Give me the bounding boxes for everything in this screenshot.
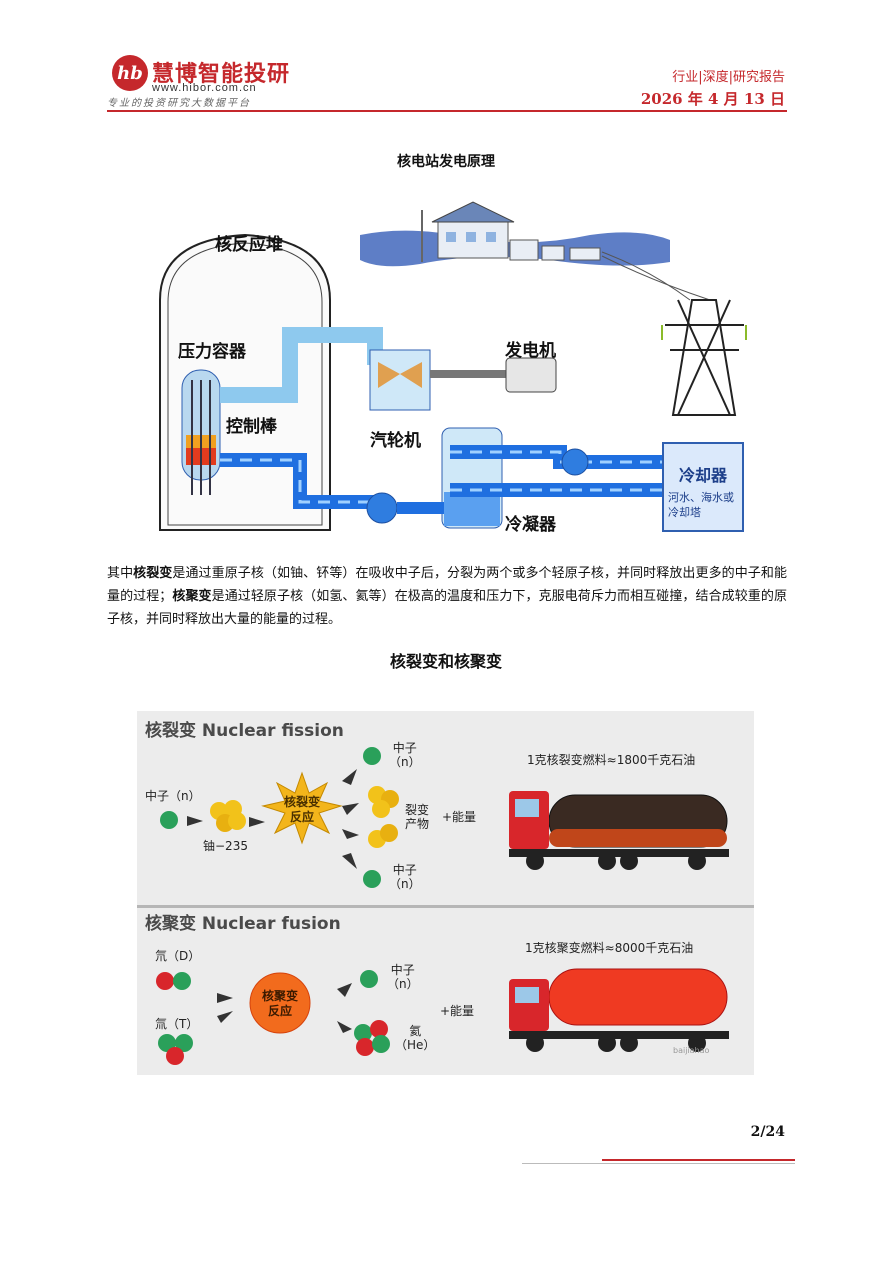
fission-neutron-out-1: 中子 （n） (389, 741, 421, 769)
figure1-title: 核电站发电原理 (397, 154, 495, 170)
deuterium-icon (173, 972, 191, 990)
label-generator: 发电机 (505, 341, 556, 361)
para-text-3: 是通过轻原子核（如氢、氦等）在极高的温度和压力下，克服电荷斥力而相互碰撞，结合成… (107, 589, 787, 627)
brand-logo-icon: hb (112, 55, 148, 91)
label-turbine: 汽轮机 (370, 431, 421, 451)
label-pressure-vessel: 压力容器 (178, 342, 246, 362)
pump-icon (366, 492, 398, 524)
fusion-reaction-label: 核聚变 反应 (261, 989, 298, 1018)
fusion-energy: +能量 (440, 1004, 475, 1018)
turbine-icon (369, 349, 508, 411)
house-icon (431, 201, 601, 261)
fission-products-icon (368, 786, 399, 848)
fission-title: 核裂变 Nuclear fission (145, 721, 344, 741)
label-control-rod: 控制棒 (226, 417, 277, 437)
watermark: baijiahao (673, 1046, 710, 1055)
brand-name: 慧博智能投研 (152, 62, 291, 87)
fusion-title: 核聚变 Nuclear fusion (145, 914, 341, 934)
footer-accent-line (602, 1159, 795, 1161)
fuel-truck-icon (509, 791, 729, 870)
fusion-helium: 氦 （He） (395, 1024, 436, 1052)
fuel-truck-icon-2 (509, 968, 729, 1052)
footer-divider (522, 1163, 795, 1164)
fission-equivalence: 1克核裂变燃料≈1800千克石油 (527, 753, 696, 767)
fission-burst-icon (261, 771, 343, 845)
uranium-nucleus-icon (210, 800, 246, 832)
fission-energy: +能量 (442, 810, 477, 824)
fusion-equivalence: 1克核聚变燃料≈8000千克石油 (525, 941, 694, 955)
para-text-2: 是通过重原子核（如铀、钚等）在吸收中子后，分裂为两个或多个轻原子核，并同时释放出… (107, 566, 787, 604)
nuclear-plant-illustration (159, 201, 747, 531)
fission-products: 裂变 产物 (405, 803, 430, 831)
panel-divider (137, 905, 754, 908)
nuclear-plant-diagram: 核反应堆 压力容器 控制棒 汽轮机 发电机 冷凝器 冷却器 河水、海水或冷却塔 (150, 190, 755, 545)
generator-icon (505, 357, 557, 393)
header-divider (107, 110, 787, 112)
label-reactor: 核反应堆 (215, 235, 283, 255)
fission-reaction-label: 核裂变 反应 (283, 795, 320, 824)
fusion-neutron-out: 中子 （n） (387, 963, 419, 991)
label-cooler: 冷却器 (678, 466, 727, 485)
fission-uranium: 铀−235 (203, 839, 248, 853)
fission-neutron-in: 中子（n） (145, 789, 201, 803)
fusion-deuterium: 氘（D） (155, 949, 201, 963)
fusion-reaction-icon (249, 972, 311, 1034)
cooler-box: 冷却器 河水、海水或冷却塔 (662, 442, 744, 532)
label-condenser: 冷凝器 (505, 515, 556, 535)
fission-fusion-illustration (156, 747, 729, 1065)
body-paragraph: 其中核裂变是通过重原子核（如铀、钚等）在吸收中子后，分裂为两个或多个轻原子核，并… (107, 562, 787, 631)
term-fusion: 核聚变 (172, 589, 212, 604)
helium-icon (354, 1020, 390, 1056)
brand-url[interactable]: www.hibor.com.cn (152, 82, 257, 94)
report-date: 2026 年 4 月 13 日 (640, 90, 785, 108)
page-number: 2/24 (750, 1124, 785, 1140)
report-type: 行业|深度|研究报告 (672, 70, 785, 85)
tritium-icon (158, 1034, 193, 1065)
term-fission: 核裂变 (133, 566, 173, 581)
brand-slogan: 专业的投资研究大数据平台 (107, 98, 251, 109)
fission-neutron-out-2: 中子 （n） (389, 863, 421, 891)
pressure-vessel-icon (181, 369, 221, 495)
fusion-tritium: 氚（T） (155, 1017, 199, 1031)
para-text-1: 其中 (107, 566, 134, 581)
fission-fusion-panel: 核裂变 Nuclear fission 中子（n） 铀−235 核裂变 反应 中… (137, 711, 754, 1075)
label-cooler-sub: 河水、海水或冷却塔 (668, 491, 734, 519)
condenser-icon (441, 427, 503, 529)
neutron-in-icon (160, 811, 178, 829)
figure2-title: 核裂变和核聚变 (389, 652, 502, 671)
power-pylon-icon (661, 299, 747, 416)
